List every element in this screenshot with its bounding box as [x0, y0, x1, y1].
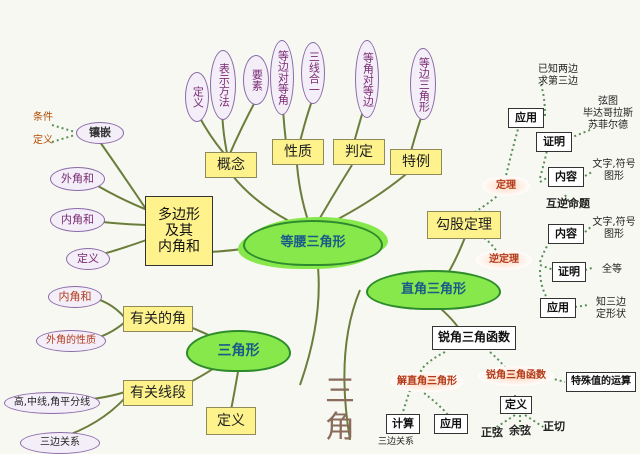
- content-top-box[interactable]: 内容: [548, 167, 584, 187]
- related-angle-oval-interior[interactable]: 内角和: [48, 286, 102, 308]
- right-triangle-node[interactable]: 直角三角形: [366, 270, 501, 310]
- acute-trig-node[interactable]: 锐角三角函数: [478, 366, 554, 386]
- solve-right-triangle-node[interactable]: 解直角三角形: [390, 372, 464, 392]
- polygon-oval-exterior-sum[interactable]: 外角和: [50, 167, 105, 191]
- content-bottom-box[interactable]: 内容: [548, 224, 584, 244]
- triangle-definition-box[interactable]: 定义: [206, 407, 256, 435]
- property-oval-three-lines[interactable]: 三线合一: [301, 42, 325, 104]
- polygon-title: 多边形 及其 内角和: [158, 206, 200, 256]
- concept-oval-notation[interactable]: 表示方法: [210, 50, 236, 120]
- cosine-label: 余弦: [509, 424, 531, 438]
- proof-bottom-text: 全等: [602, 264, 622, 275]
- judge-oval-equal-angles[interactable]: 等角对等边: [355, 40, 379, 118]
- related-angles-box[interactable]: 有关的角: [123, 306, 193, 332]
- mutual-converse-label: 互逆命题: [546, 197, 590, 211]
- proof-top-box[interactable]: 证明: [536, 132, 572, 152]
- mosaic-definition: 定义: [33, 135, 53, 146]
- property-oval-equal-sides[interactable]: 等边对等角: [270, 40, 294, 115]
- theorem-node[interactable]: 定理: [482, 176, 530, 196]
- three-sides-relation-label: 三边关系: [377, 436, 414, 447]
- special-oval-equilateral[interactable]: 等边三角形: [410, 48, 436, 120]
- content-bottom-text: 文字,符号 图形: [592, 217, 636, 240]
- triangle-node[interactable]: 三角形: [186, 330, 291, 372]
- polygon-angle-sum-box[interactable]: 多边形 及其 内角和: [145, 196, 213, 266]
- content-top-text: 文字,符号 图形: [592, 159, 636, 182]
- segment-oval-altitude-median-bisector[interactable]: 高,中线,角平分线: [4, 392, 100, 414]
- property-box[interactable]: 性质: [272, 139, 324, 165]
- application-trig-box[interactable]: 应用: [434, 414, 468, 434]
- big-title-char: 三角: [325, 374, 355, 445]
- proof-bottom-box[interactable]: 证明: [552, 262, 586, 282]
- application-bottom-text: 知三边 定形状: [596, 297, 626, 320]
- isosceles-triangle-node[interactable]: 等腰三角形: [243, 220, 383, 266]
- special-values-box[interactable]: 特殊值的运算: [566, 372, 636, 392]
- acute-trig-functions-box[interactable]: 锐角三角函数: [432, 326, 516, 350]
- polygon-oval-definition[interactable]: 定义: [66, 248, 110, 270]
- mosaic-condition: 条件: [33, 112, 53, 123]
- concept-oval-elements[interactable]: 要素: [243, 55, 269, 105]
- concept-box[interactable]: 概念: [205, 152, 257, 178]
- special-case-box[interactable]: 特例: [390, 149, 442, 175]
- application-bottom-box[interactable]: 应用: [540, 298, 576, 318]
- judge-box[interactable]: 判定: [333, 139, 385, 165]
- application-top-box[interactable]: 应用: [508, 108, 544, 128]
- related-angle-oval-exterior-property[interactable]: 外角的性质: [36, 330, 106, 352]
- related-segments-box[interactable]: 有关线段: [123, 380, 193, 406]
- mosaic-oval[interactable]: 镶嵌: [76, 122, 124, 144]
- sine-label: 正弦: [481, 426, 503, 440]
- right-triangle-label: 直角三角形: [400, 281, 466, 297]
- converse-theorem-node[interactable]: 逆定理: [476, 250, 532, 270]
- segment-oval-three-sides[interactable]: 三边关系: [20, 432, 100, 454]
- application-top-text: 已知两边 求第三边: [538, 64, 578, 87]
- polygon-oval-interior-sum[interactable]: 内角和: [50, 208, 105, 232]
- isosceles-label: 等腰三角形: [280, 234, 346, 250]
- concept-oval-definition[interactable]: 定义: [185, 72, 209, 122]
- triangle-label: 三角形: [217, 342, 260, 359]
- pythagorean-theorem-box[interactable]: 勾股定理: [427, 211, 501, 239]
- tangent-label: 正切: [543, 420, 565, 434]
- trig-definition-box[interactable]: 定义: [500, 396, 532, 414]
- proof-top-text: 弦图 毕达哥拉斯 苏菲尔德: [583, 96, 633, 131]
- calculation-box[interactable]: 计算: [386, 414, 420, 434]
